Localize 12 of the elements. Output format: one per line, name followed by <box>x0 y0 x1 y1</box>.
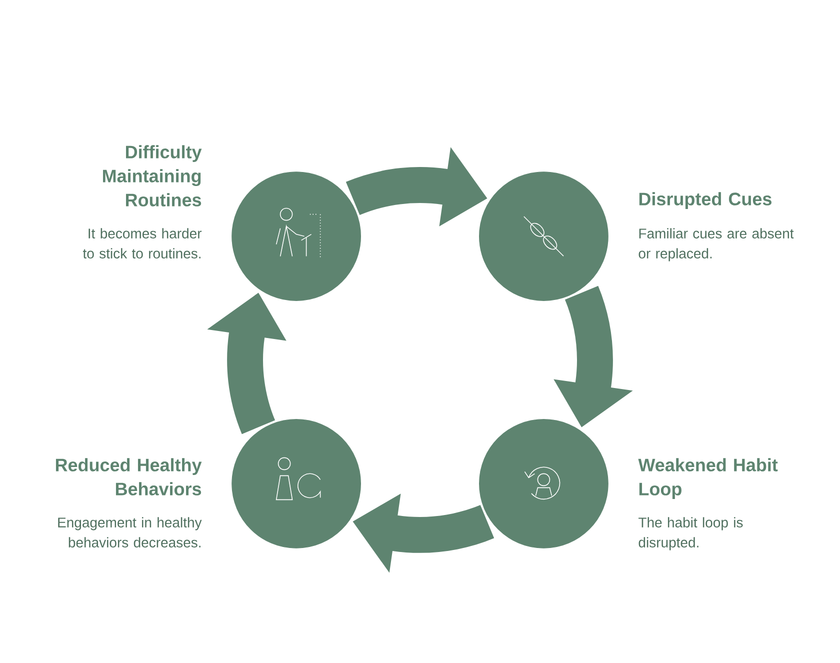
step-description: It becomes harder to stick to routines. <box>82 228 202 258</box>
step-description: The habit loop is disrupted. <box>638 517 743 550</box>
cycle-arrow <box>346 147 488 226</box>
step-description: Engagement in healthy behaviors decreases. <box>58 517 202 548</box>
cycle-arrow <box>207 292 286 434</box>
cycle-arrow <box>352 494 494 573</box>
cycle-arrow <box>554 286 633 428</box>
step-description: Familiar cues are absent or replaced. <box>638 228 794 262</box>
step-title: Weakened Habit Loop <box>638 458 778 499</box>
step-title: Difficulty Maintaining Routines <box>103 145 202 206</box>
step-title: Disrupted Cues <box>639 192 772 209</box>
step-title: Reduced Healthy Behaviors <box>56 458 202 496</box>
